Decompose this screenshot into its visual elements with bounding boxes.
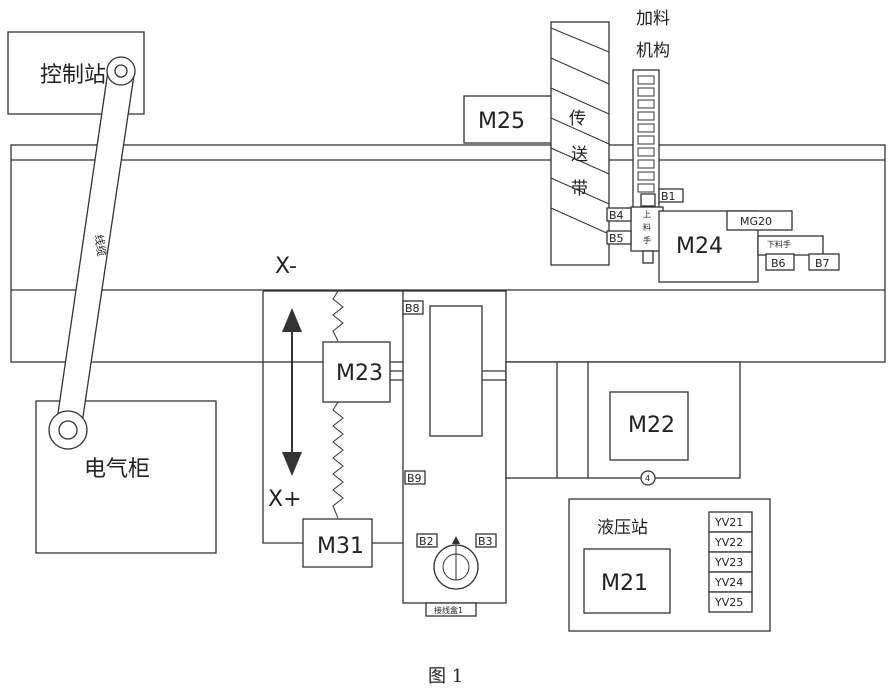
conveyor-label-2: 送 [571,145,588,165]
m23-label: M23 [336,361,383,386]
motor-m23: M23 [322,341,391,403]
loader-label-1: 上 [643,210,651,219]
sensor-b3: B3 [475,533,497,548]
sensor-b8: B8 [402,300,424,315]
rotary-encoder-icon [433,536,479,590]
svg-text:YV23: YV23 [714,556,743,569]
sensor-b5: B5 [606,230,632,245]
m24-label: M24 [676,234,723,259]
m31-label: M31 [317,534,364,559]
svg-text:YV24: YV24 [714,576,743,589]
valve-yv24: YV24 [708,571,753,593]
junction-box-label: 接线盒1 [434,605,463,615]
valve-yv22: YV22 [708,531,753,553]
m22-assembly: M22 4 [505,361,741,486]
svg-text:YV21: YV21 [714,516,743,529]
svg-text:B3: B3 [478,535,493,548]
feeder-label-2: 机构 [636,41,670,61]
m22-label: M22 [628,413,675,438]
x-minus-label: X- [275,254,297,279]
electrical-cabinet: 电气柜 [35,400,217,554]
feeder-label-1: 加料 [636,9,670,29]
svg-text:YV25: YV25 [714,596,743,609]
loader-label-3: 手 [643,235,651,245]
junction-box: 接线盒1 [425,602,477,617]
sensor-b2: B2 [416,533,438,548]
m25-label: M25 [478,109,525,134]
valve-yv25: YV25 [708,591,753,613]
sensor-b7: B7 [808,253,840,271]
valve-yv21: YV21 [708,511,753,533]
svg-text:B7: B7 [815,257,830,270]
x-axis-carriage: X- X+ [262,254,403,544]
hydraulic-station-label: 液压站 [597,518,648,538]
electrical-cabinet-label: 电气柜 [84,457,150,482]
figure-caption: 图 1 [428,666,463,687]
conveyor-label-1: 传 [569,109,586,129]
svg-text:B1: B1 [661,190,676,203]
svg-text:B5: B5 [609,232,624,245]
motor-m25: M25 [463,95,553,144]
svg-text:B6: B6 [771,257,786,270]
sensor-b9: B9 [404,470,426,485]
motor-m31: M31 [302,518,373,568]
conveyor-belt: 传 送 带 [550,21,610,266]
sensor-b1: B1 [658,188,684,203]
loader-label-2: 料 [643,222,651,232]
svg-text:B4: B4 [609,209,624,222]
circle-4-label: 4 [645,474,650,483]
sensor-b4: B4 [606,207,632,222]
unloader-label: 下料手 [767,239,791,249]
svg-text:MG20: MG20 [740,215,772,228]
unloader-hand: 下料手 [757,235,824,256]
control-station-label: 控制站 [40,63,106,88]
svg-text:B8: B8 [405,302,420,315]
double-arrow-icon [282,308,302,476]
cable-arm: 线缆 [48,56,136,450]
cable-label: 线缆 [92,233,109,257]
sensor-b6: B6 [765,253,795,271]
x-plus-label: X+ [268,487,302,512]
conveyor-label-3: 带 [571,179,588,199]
valve-yv23: YV23 [708,551,753,573]
svg-text:B9: B9 [407,472,422,485]
motor-mg20: MG20 [726,210,793,231]
svg-text:YV22: YV22 [714,536,743,549]
m21-label: M21 [601,571,648,596]
svg-text:B2: B2 [419,535,434,548]
